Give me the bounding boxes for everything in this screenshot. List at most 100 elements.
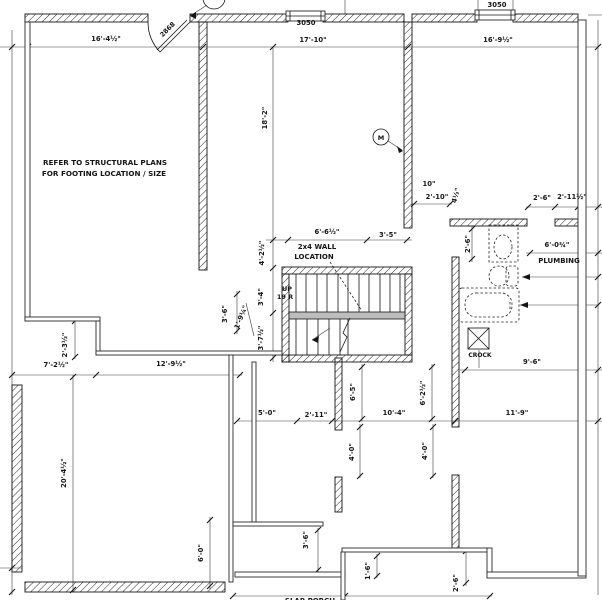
- dim-label: 2'-10": [426, 193, 449, 201]
- dim-label: 5'-0": [258, 409, 276, 417]
- dim-label: 3'-6": [221, 305, 229, 323]
- top-wall: [189, 13, 289, 23]
- note-line: REFER TO STRUCTURAL PLANS: [43, 158, 167, 167]
- window-symbol: [474, 9, 516, 21]
- wall-note-leader: [329, 261, 363, 312]
- step-wall: [24, 316, 101, 322]
- interior-wall: [403, 21, 413, 229]
- crock-symbol: [467, 327, 490, 350]
- dim-label: 2'-11½": [557, 193, 587, 201]
- dim-label: 16'-4½": [91, 35, 121, 43]
- garage-wall: [24, 581, 226, 593]
- dim-label: 4'-0": [348, 443, 356, 461]
- dim-label: 6'-5": [349, 383, 357, 401]
- plumbing-dim-label: 6'-0¾": [545, 241, 570, 249]
- dim-label: 20'-4½": [60, 458, 68, 488]
- stair-treads-upper: [295, 274, 401, 312]
- toilet-icon: [488, 224, 519, 263]
- hall-wall: [95, 350, 283, 356]
- dim-label: 3'-4": [257, 288, 265, 306]
- stair-treads-lower: [295, 319, 349, 355]
- porch-wall: [340, 551, 346, 600]
- sink-icon: [505, 265, 519, 287]
- step-wall: [95, 320, 101, 356]
- dim-label: 10'-4": [383, 409, 406, 417]
- wall-note-line: LOCATION: [294, 253, 334, 261]
- dim-label: 1'-9¼": [233, 304, 250, 330]
- dim-label: 4'-2½": [258, 241, 266, 266]
- sink-icon: [488, 265, 510, 287]
- dim-label: 3'-5": [379, 231, 397, 239]
- plumbing-fixtures: [458, 224, 520, 323]
- dim-label: 11'-9": [506, 409, 529, 417]
- dim-label: 4'-0": [421, 442, 429, 460]
- dim-label: 9'-6": [523, 358, 541, 366]
- dim-label: 4½": [450, 187, 462, 204]
- stair-wall: [404, 273, 413, 356]
- dim-label: 2'-6": [452, 574, 460, 592]
- dim-label: 1'-6": [364, 562, 372, 580]
- bath-wall: [449, 218, 528, 227]
- bottom-wall: [486, 571, 587, 579]
- dim-label: 6'-6½": [315, 228, 340, 236]
- crock-label: CROCK: [468, 352, 492, 359]
- bath-wall: [554, 218, 579, 227]
- plumbing-leader-arrow: [520, 302, 528, 308]
- dim-label: 16'-9½": [483, 36, 513, 44]
- stair-direction-line: [311, 327, 331, 341]
- dim-label: 12'-9½": [156, 360, 186, 368]
- top-wall: [24, 13, 149, 23]
- plumbing-label: PLUMBING: [538, 257, 580, 265]
- leader-arrow: [397, 146, 403, 153]
- tub-icon: [464, 292, 513, 318]
- porch-wall: [232, 521, 324, 527]
- dim-label: 18'-2": [261, 107, 269, 130]
- rec-room-wall: [341, 547, 490, 553]
- dim-label: 6'-0": [197, 544, 205, 562]
- stair-2x4-wall: [288, 311, 406, 320]
- dim-label: 2'-6": [464, 235, 472, 253]
- toilet-icon: [493, 234, 513, 260]
- dim-label: 2'-6": [533, 194, 551, 202]
- dim-label: 2'-11": [305, 411, 328, 419]
- dim-label: 6'-2½": [419, 381, 427, 406]
- dim-label: 2'-3½": [61, 333, 69, 358]
- dim-label: 7'-2½": [44, 361, 69, 369]
- bath-wall: [451, 474, 460, 549]
- stair-wall: [281, 354, 413, 363]
- porch-label: SLAB PORCH: [285, 597, 335, 600]
- stair-riser-label: 19 R: [277, 293, 293, 301]
- plumbing-leader-arrow: [522, 274, 530, 280]
- top-wall: [512, 13, 579, 23]
- stair-direction-arrow: [312, 336, 319, 343]
- stair-up-label: UP: [282, 285, 292, 293]
- top-wall: [322, 13, 405, 23]
- bath-wall: [451, 256, 460, 428]
- dim-label: 3'-7½": [257, 326, 265, 351]
- note-line: FOR FOOTING LOCATION / SIZE: [42, 169, 166, 178]
- meter-callout-label: M: [378, 134, 384, 142]
- porch-wall: [234, 571, 346, 578]
- walls: [11, 13, 579, 593]
- interior-wall: [334, 357, 343, 431]
- stair-wall: [281, 266, 413, 275]
- window-size-label: 3050: [488, 1, 507, 9]
- tub-icon: [458, 287, 520, 323]
- window-size-label: 3050: [297, 19, 316, 27]
- hall-wall: [251, 361, 257, 523]
- door-callout: [189, 0, 226, 19]
- wall-note-line: 2x4 WALL: [298, 243, 337, 251]
- dim-label: 3'-6": [302, 531, 310, 549]
- interior-wall: [334, 476, 343, 513]
- foundation-lines: [24, 19, 587, 600]
- leader-arrow: [190, 12, 196, 19]
- door-swing: [147, 19, 191, 53]
- meter-callout: [372, 128, 403, 153]
- window-symbol: [285, 10, 326, 22]
- top-wall: [411, 13, 478, 23]
- dim-label: 17'-10": [299, 36, 326, 44]
- garage-wall: [11, 384, 23, 573]
